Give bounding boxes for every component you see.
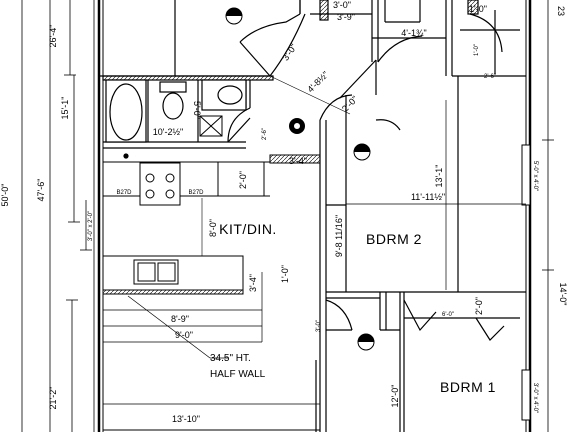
dim-top-3-9: 3'-9": [337, 12, 355, 22]
dim-top-4-1-3-4: 4'-1¾": [401, 28, 426, 38]
dim-top-hidden: 1'-0": [474, 44, 480, 56]
cabinet-b27d-1: B27D: [116, 190, 132, 196]
dim-kit-2-0: 2'-0": [238, 171, 248, 189]
exterior-walls: [97, 0, 532, 432]
room-label-bedroom2: BDRM 2: [366, 231, 422, 247]
toilet-icon: [159, 81, 187, 120]
dim-bd2-9-8: 9'-8 11/16": [334, 215, 344, 257]
dim-island-8-9: 8'-9": [171, 314, 189, 324]
dim-island-3-4: 3'-4": [248, 274, 258, 292]
dim-bd1-12-0: 12'-0": [390, 385, 400, 408]
bedroom2-walls: [326, 76, 526, 299]
cabinet-icon: [199, 115, 223, 137]
dim-island-1-0: 1'-0": [280, 265, 290, 283]
dim-3-0x4-0: 3'-0" x 4'-0": [532, 383, 538, 413]
top-walls: [299, 0, 526, 77]
kitchen-sink-icon: [133, 259, 179, 285]
hall: [239, 13, 377, 432]
bedroom1-walls: [379, 292, 520, 432]
kitchen-counter: [103, 154, 321, 197]
note-half-wall: HALF WALL: [210, 369, 266, 380]
dim-door-3-0: 3'-0": [316, 320, 322, 332]
smoke-detector-icon: [357, 333, 375, 351]
smoke-detector-icon: [353, 143, 371, 161]
smoke-detector-icon: [225, 7, 243, 25]
dim-bottom-13-10: 13'-10": [172, 414, 200, 424]
dim-bd1-6-0: 6'-0": [442, 312, 454, 318]
dim-top-1-0: 1'-0": [469, 4, 487, 14]
room-label-kitchen: KIT/DIN.: [219, 221, 277, 237]
dim-hall-4-8: 4'-8½": [305, 69, 330, 94]
hall-door: [315, 299, 353, 432]
dim-hall-3-0: 3'-0": [280, 42, 298, 62]
bedroom2-dims: [346, 100, 526, 290]
dim-bath-2-6: 2'-6": [262, 128, 268, 140]
dim-bath-5-0: 5'-0": [192, 101, 202, 119]
dim-bd2-13-1: 13'-1": [434, 165, 444, 188]
room-label-bedroom1: BDRM 1: [440, 379, 496, 395]
dim-23: 23: [556, 6, 566, 16]
dim-island-9-0: 9'-0": [175, 330, 193, 340]
stove-icon: [139, 162, 181, 206]
ceiling-light-icon: [289, 118, 305, 134]
note-half-wall-height: 34.5" HT.: [210, 353, 251, 364]
dim-bath-10-2: 10'-2½": [153, 127, 183, 137]
dim-top-3-0: 3'-0": [333, 0, 351, 10]
dim-3-0x2-0: 3'-0" x 2'-0": [88, 211, 94, 241]
windows-right: [521, 144, 531, 421]
dim-top-2-6: 2'-6": [484, 74, 496, 80]
dim-50-0: 50'-0": [0, 184, 10, 207]
island-dimension-lines: [103, 272, 320, 405]
dim-kit-8-0: 8'-0": [208, 219, 218, 237]
top-left-room: [174, 0, 306, 77]
dim-14-0: 14'-0": [558, 283, 568, 306]
dim-bd2-11-11: 11'-11½": [411, 192, 445, 202]
dim-21-2: 21'-2": [48, 387, 58, 410]
fridge-icon: [217, 161, 265, 197]
left-dimensions: [21, 0, 95, 432]
dim-kit-3-4: 3'-4": [289, 156, 307, 166]
dim-bd1-2-0: 2'-0": [474, 297, 484, 315]
bathtub-icon: [105, 79, 147, 159]
dim-26-4: 26'-4": [48, 25, 58, 48]
dim-47-6: 47'-6": [36, 179, 46, 202]
cabinet-b27d-2: B27D: [188, 190, 204, 196]
dim-15-1: 15'-1": [60, 97, 70, 120]
right-dimensions: [542, 0, 554, 432]
sink-icon: [201, 79, 247, 111]
dim-5-0x4-0: 5'-0" x 4'-0": [532, 161, 538, 191]
